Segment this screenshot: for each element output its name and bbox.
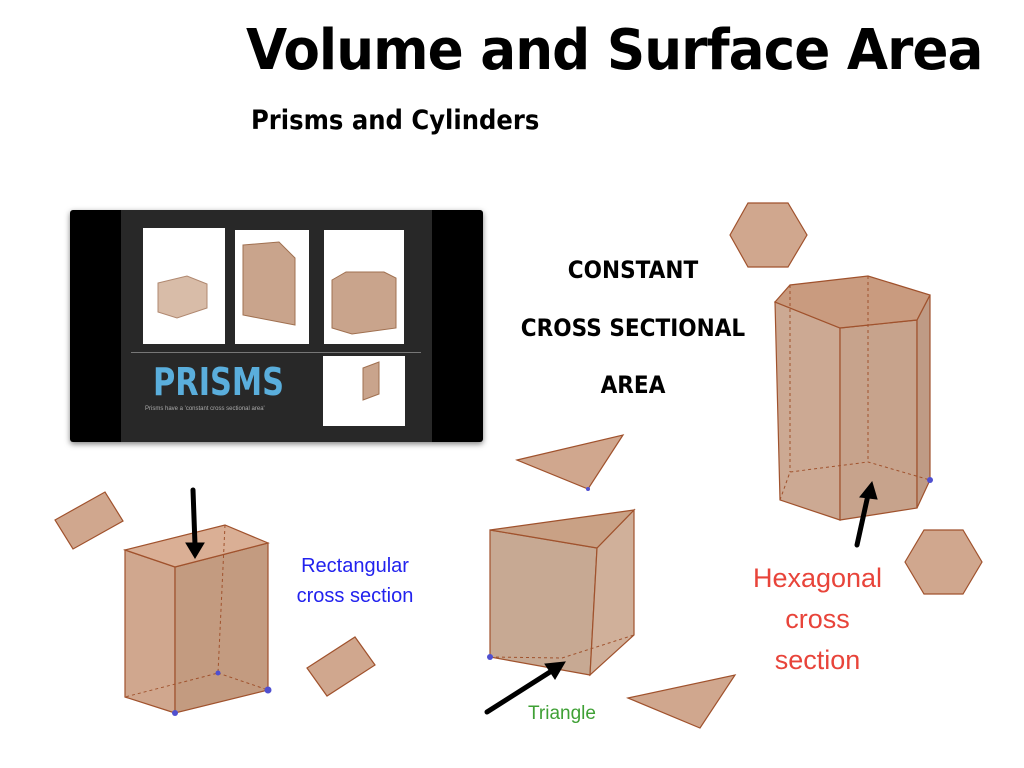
divider <box>131 352 421 353</box>
constant-line-1: CONSTANT <box>567 256 699 284</box>
triangle-shape <box>625 674 737 729</box>
rectangle-shape <box>306 636 376 697</box>
triangular-prism <box>489 508 636 677</box>
slide-subtitle: Prisms and Cylinders <box>251 105 540 136</box>
hexagon-shape <box>729 202 808 268</box>
hexagonal-prism <box>773 275 931 521</box>
hexagonal-label-1: Hexagonal <box>752 563 883 593</box>
cube-card <box>143 228 225 344</box>
hexagonal-label-2: cross <box>785 604 850 634</box>
rectangle-shape <box>54 491 124 550</box>
triangle-label: Triangle <box>528 703 596 724</box>
embedded-screenshot: PRISMS Prisms have a 'constant cross sec… <box>70 210 483 442</box>
arrows <box>185 480 878 715</box>
hex-prism-card <box>324 230 404 344</box>
triangle-prism-card <box>235 230 309 344</box>
rectangular-label-2: cross section <box>296 585 414 607</box>
constant-line-3: AREA <box>600 371 666 399</box>
arrow-triangle <box>484 669 553 715</box>
constant-line-2: CROSS SECTIONAL <box>520 314 746 342</box>
rectangular-label-1: Rectangular <box>301 555 409 577</box>
prisms-heading: PRISMS <box>153 360 285 404</box>
arrow-hex <box>854 492 871 548</box>
embedded-slide: PRISMS Prisms have a 'constant cross sec… <box>121 210 432 442</box>
small-prism-card <box>323 356 405 426</box>
hexagon-shape <box>904 529 983 595</box>
slide-title: Volume and Surface Area <box>246 18 983 83</box>
arrow-rect <box>190 487 198 548</box>
prisms-caption: Prisms have a 'constant cross sectional … <box>145 406 265 412</box>
triangle-shape <box>515 434 625 490</box>
hexagonal-label-3: section <box>774 645 861 675</box>
